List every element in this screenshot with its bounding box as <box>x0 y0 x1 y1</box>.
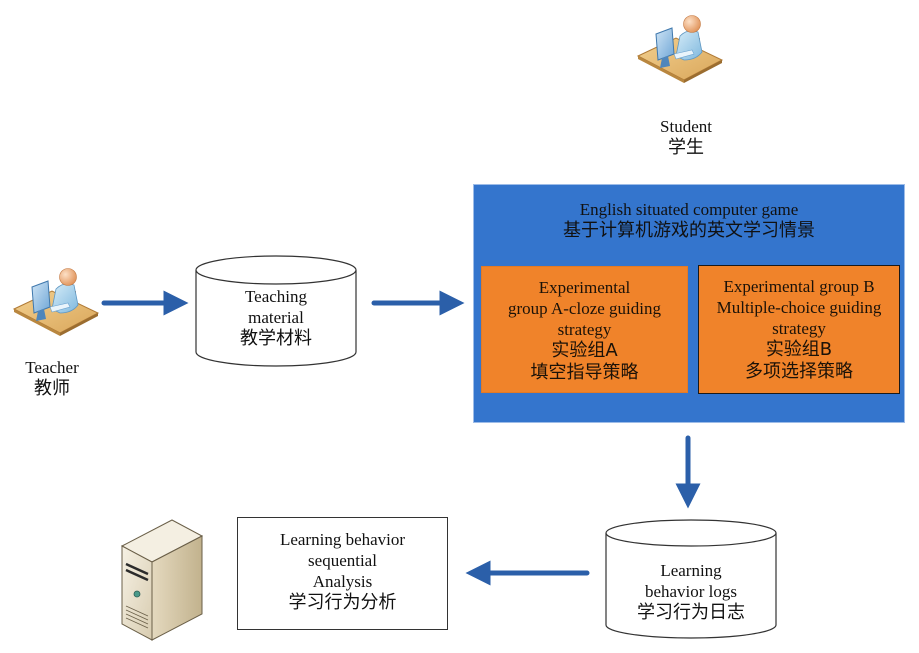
experimental-group-a-box: Experimental group A-cloze guiding strat… <box>481 266 688 393</box>
group-b-line-1: Experimental group B <box>723 277 875 296</box>
group-a-cn-1: 实验组A <box>551 340 618 361</box>
learning-logs-label-en-2: behavior logs <box>644 582 738 601</box>
analysis-label-cn: 学习行为分析 <box>288 592 397 613</box>
learning-logs-label: Learning behavior logs 学习行为日志 <box>606 560 776 624</box>
analysis-label-en-2: sequential <box>308 551 377 570</box>
group-a-cn-2: 填空指导策略 <box>530 362 639 383</box>
group-b-cn-1: 实验组B <box>765 339 833 360</box>
teaching-material-label-en-1: Teaching <box>244 287 308 306</box>
game-title: English situated computer game 基于计算机游戏的英… <box>473 199 905 242</box>
student-user-at-computer-icon <box>637 15 723 84</box>
group-a-text: Experimental group A-cloze guiding strat… <box>482 277 687 384</box>
group-b-line-3: strategy <box>772 319 826 338</box>
server-tower-icon <box>120 519 204 641</box>
teaching-material-label: Teaching material 教学材料 <box>196 286 356 350</box>
group-a-line-3: strategy <box>557 320 612 339</box>
group-b-text: Experimental group B Multiple-choice gui… <box>699 276 899 383</box>
game-title-cn: 基于计算机游戏的英文学习情景 <box>563 220 815 241</box>
group-b-line-2: Multiple-choice guiding <box>716 298 882 317</box>
teaching-material-cylinder <box>195 255 357 367</box>
group-a-line-1: Experimental <box>538 278 631 297</box>
analysis-text: Learning behavior sequential Analysis 学习… <box>238 529 447 614</box>
student-label-en: Student <box>660 117 712 136</box>
learning-logs-label-en-1: Learning <box>660 561 722 580</box>
teacher-label-en: Teacher <box>25 358 79 377</box>
teaching-material-label-cn: 教学材料 <box>240 328 312 349</box>
learning-logs-cylinder <box>605 519 777 639</box>
group-b-cn-2: 多项选择策略 <box>745 361 853 382</box>
analysis-label-en-3: Analysis <box>312 572 373 591</box>
analysis-label-en-1: Learning behavior <box>279 530 406 549</box>
experimental-group-b-box: Experimental group B Multiple-choice gui… <box>698 265 900 394</box>
sequential-analysis-box: Learning behavior sequential Analysis 学习… <box>237 517 448 630</box>
game-title-en: English situated computer game <box>579 200 799 219</box>
student-label-cn: 学生 <box>668 137 704 158</box>
teaching-material-label-en-2: material <box>248 308 304 327</box>
teacher-label: Teacher 教师 <box>2 357 102 400</box>
student-label: Student 学生 <box>636 116 736 159</box>
learning-logs-label-cn: 学习行为日志 <box>637 602 745 623</box>
teacher-label-cn: 教师 <box>34 378 70 399</box>
group-a-line-2: group A-cloze guiding <box>508 299 661 318</box>
teacher-user-at-computer-icon <box>13 268 99 337</box>
